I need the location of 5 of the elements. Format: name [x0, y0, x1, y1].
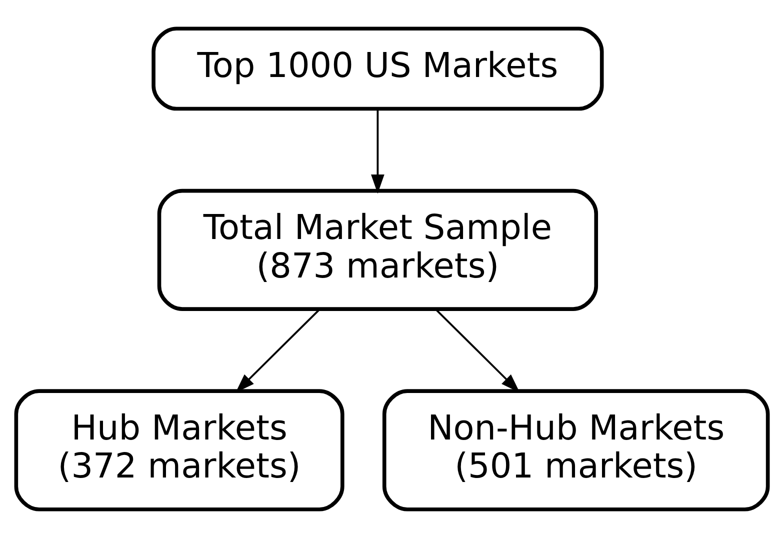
node-box: Non-Hub Markets (501 markets)	[382, 389, 770, 512]
node-box: Hub Markets (372 markets)	[14, 389, 344, 512]
node-box: Top 1000 US Markets	[152, 26, 604, 111]
arrow	[371, 109, 384, 194]
node-box: Total Market Sample (873 markets)	[157, 188, 598, 311]
